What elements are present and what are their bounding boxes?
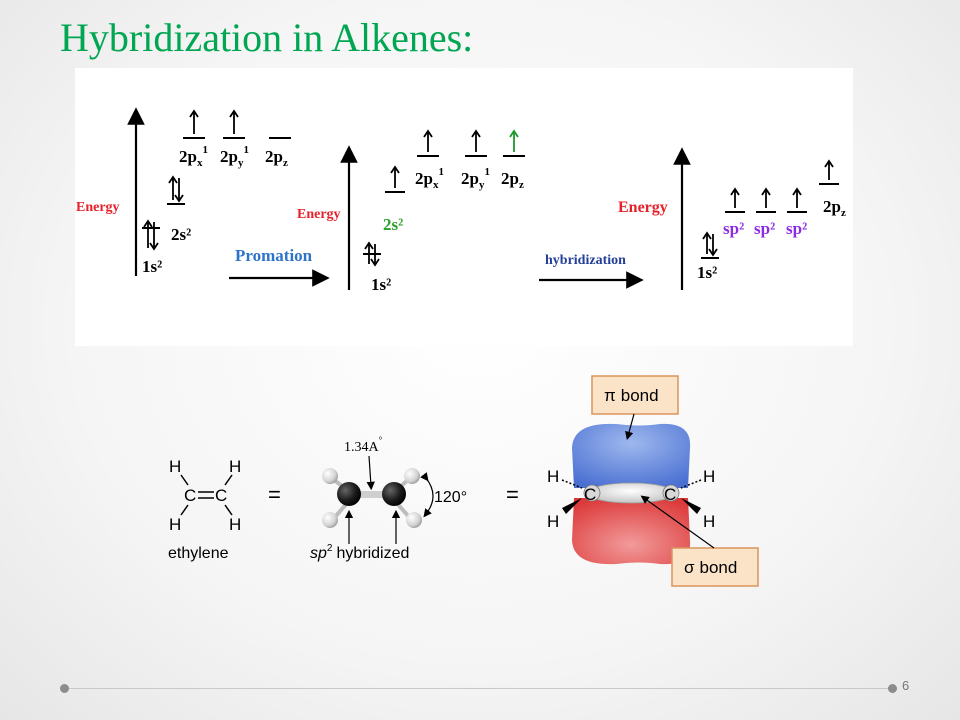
orbital-label-2s: 2s² [383, 215, 403, 234]
orbital-label-sp2: sp² [786, 219, 807, 238]
atom-h: H [229, 515, 241, 534]
footer-dot-right [888, 684, 897, 693]
bond-angle-arc [420, 472, 434, 518]
footer-divider [64, 688, 894, 689]
hydrogen-atom [404, 468, 420, 484]
promotion-label: Promation [235, 246, 313, 265]
electron-up [730, 187, 740, 208]
pi-bond-callout [591, 375, 679, 415]
carbon-atom [382, 482, 406, 506]
energy-label: Energy [618, 199, 668, 216]
atom-h: H [169, 515, 181, 534]
hybridization-label: hybridization [545, 253, 626, 268]
atom-h: H [229, 457, 241, 476]
bond-length-pointer [366, 455, 375, 491]
pi-lobe-top [572, 423, 691, 488]
footer-dot-left [60, 684, 69, 693]
pi-bond-pointer [625, 413, 635, 441]
electron-up [792, 187, 802, 208]
electron-up [189, 109, 199, 134]
energy-label: Energy [76, 200, 120, 215]
electron-up [390, 165, 400, 188]
bond-length-label: 1.34A° [344, 435, 383, 455]
orbital-label-1s: 1s² [697, 263, 717, 282]
energy-label: Energy [297, 207, 341, 222]
orbital-atom-h: H [703, 512, 715, 531]
pi-lobe-bottom [572, 498, 691, 565]
orbital-energy-diagram: Energy 1s² 2s² 2px1 2py1 2pz Promation [75, 68, 853, 346]
ground-state-diagram: Energy 1s² 2s² 2px1 2py1 2pz [76, 107, 291, 276]
equals-sign: = [268, 482, 281, 507]
electron-pair [168, 175, 184, 203]
orbital-atom-h: H [547, 512, 559, 531]
double-bond-stick [354, 491, 390, 498]
slide-title: Hybridization in Alkenes: [60, 15, 474, 60]
promotion-step: Promation [229, 246, 330, 287]
electron-pair [143, 219, 159, 251]
electron-up [824, 159, 834, 180]
promoted-state-diagram: Energy 1s² 2s² 2px1 2py1 2pz [297, 129, 525, 294]
orbital-label-sp2: sp² [754, 219, 775, 238]
ethylene-name-label: ethylene [168, 545, 229, 562]
hydrogen-atom [322, 512, 338, 528]
orbital-atom-h: H [703, 467, 715, 486]
orbital-label-2px: 2px1 [415, 166, 444, 191]
orbital-label-2py: 2py1 [461, 166, 490, 191]
hydrogen-atom [322, 468, 338, 484]
orbital-label-2pz: 2pz [265, 147, 288, 169]
sigma-bond-callout [671, 547, 759, 587]
electron-up [471, 129, 481, 152]
electron-pair [702, 231, 718, 257]
orbital-atom-h: H [547, 467, 559, 486]
electron-up [229, 109, 239, 134]
orbital-label-sp2: sp² [723, 219, 744, 238]
atom-c: C [184, 486, 196, 505]
energy-diagram-svg: Energy 1s² 2s² 2px1 2py1 2pz Promation [76, 107, 846, 294]
orbital-label-2pz: 2pz [823, 197, 846, 219]
orbital-atom-c: C [664, 485, 676, 504]
equals-sign: = [506, 482, 519, 507]
orbital-label-1s: 1s² [142, 257, 162, 276]
hybridized-state-diagram: Energy 1s² sp² sp² sp² 2pz [618, 147, 846, 290]
atom-c: C [215, 486, 227, 505]
sigma-bond-pointer [640, 495, 715, 549]
electron-up [761, 187, 771, 208]
orbital-label-1s: 1s² [371, 275, 391, 294]
orbital-label-2py: 2py1 [220, 144, 249, 169]
electron-up [423, 129, 433, 152]
hydrogen-atom [406, 512, 422, 528]
page-number: 6 [902, 678, 910, 693]
electron-pair [364, 241, 380, 267]
orbital-label-2pz: 2pz [501, 169, 524, 191]
orbital-atom-c: C [584, 485, 596, 504]
ethylene-structural-formula: H H C C H H ethylene [168, 457, 241, 562]
orbital-label-2px: 2px1 [179, 144, 208, 169]
atom-h: H [169, 457, 181, 476]
bond-angle-label: 120° [434, 489, 467, 506]
hybridization-step: hybridization [539, 253, 644, 289]
orbital-label-2s: 2s² [171, 225, 191, 244]
carbon-atom [337, 482, 361, 506]
promoted-electron [509, 129, 519, 152]
